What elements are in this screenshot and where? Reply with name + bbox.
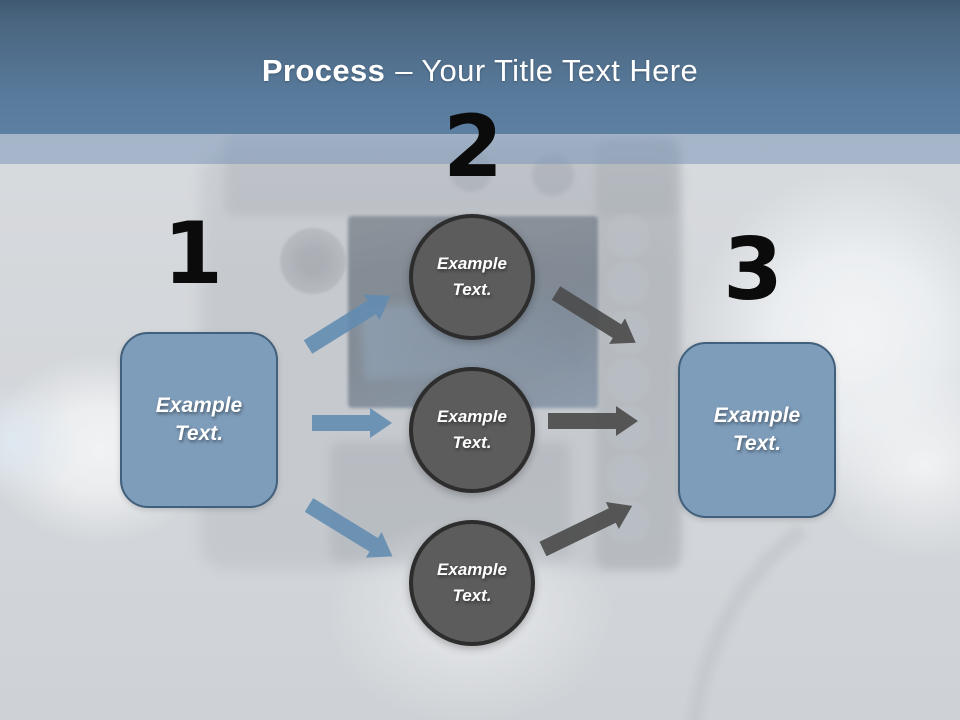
process-circle-bottom: Example Text. xyxy=(409,520,535,646)
blue-arrow-down-right-icon xyxy=(304,498,393,558)
dark-arrow-right-icon xyxy=(548,406,638,436)
circle-middle-label: Example Text. xyxy=(437,406,507,452)
step-number-1: 1 xyxy=(163,204,223,304)
title-rest: – Your Title Text Here xyxy=(395,53,699,88)
circle-bottom-label: Example Text. xyxy=(437,559,507,605)
blue-arrow-up-right-icon xyxy=(303,294,391,354)
blue-arrow-right-icon xyxy=(312,408,392,438)
slide-title: Process – Your Title Text Here xyxy=(262,0,698,134)
left-process-box: Example Text. xyxy=(120,332,278,508)
process-circle-top: Example Text. xyxy=(409,214,535,340)
title-emphasis: Process xyxy=(261,53,386,88)
right-process-box: Example Text. xyxy=(678,342,836,518)
title-bar: Process – Your Title Text Here xyxy=(0,0,960,134)
process-circle-middle: Example Text. xyxy=(409,367,535,493)
right-box-label: Example Text. xyxy=(713,403,801,455)
left-box-label: Example Text. xyxy=(155,393,243,445)
circle-top-label: Example Text. xyxy=(437,253,507,299)
dark-arrow-down-right-icon xyxy=(551,286,636,344)
dark-arrow-up-right-icon xyxy=(539,501,633,557)
